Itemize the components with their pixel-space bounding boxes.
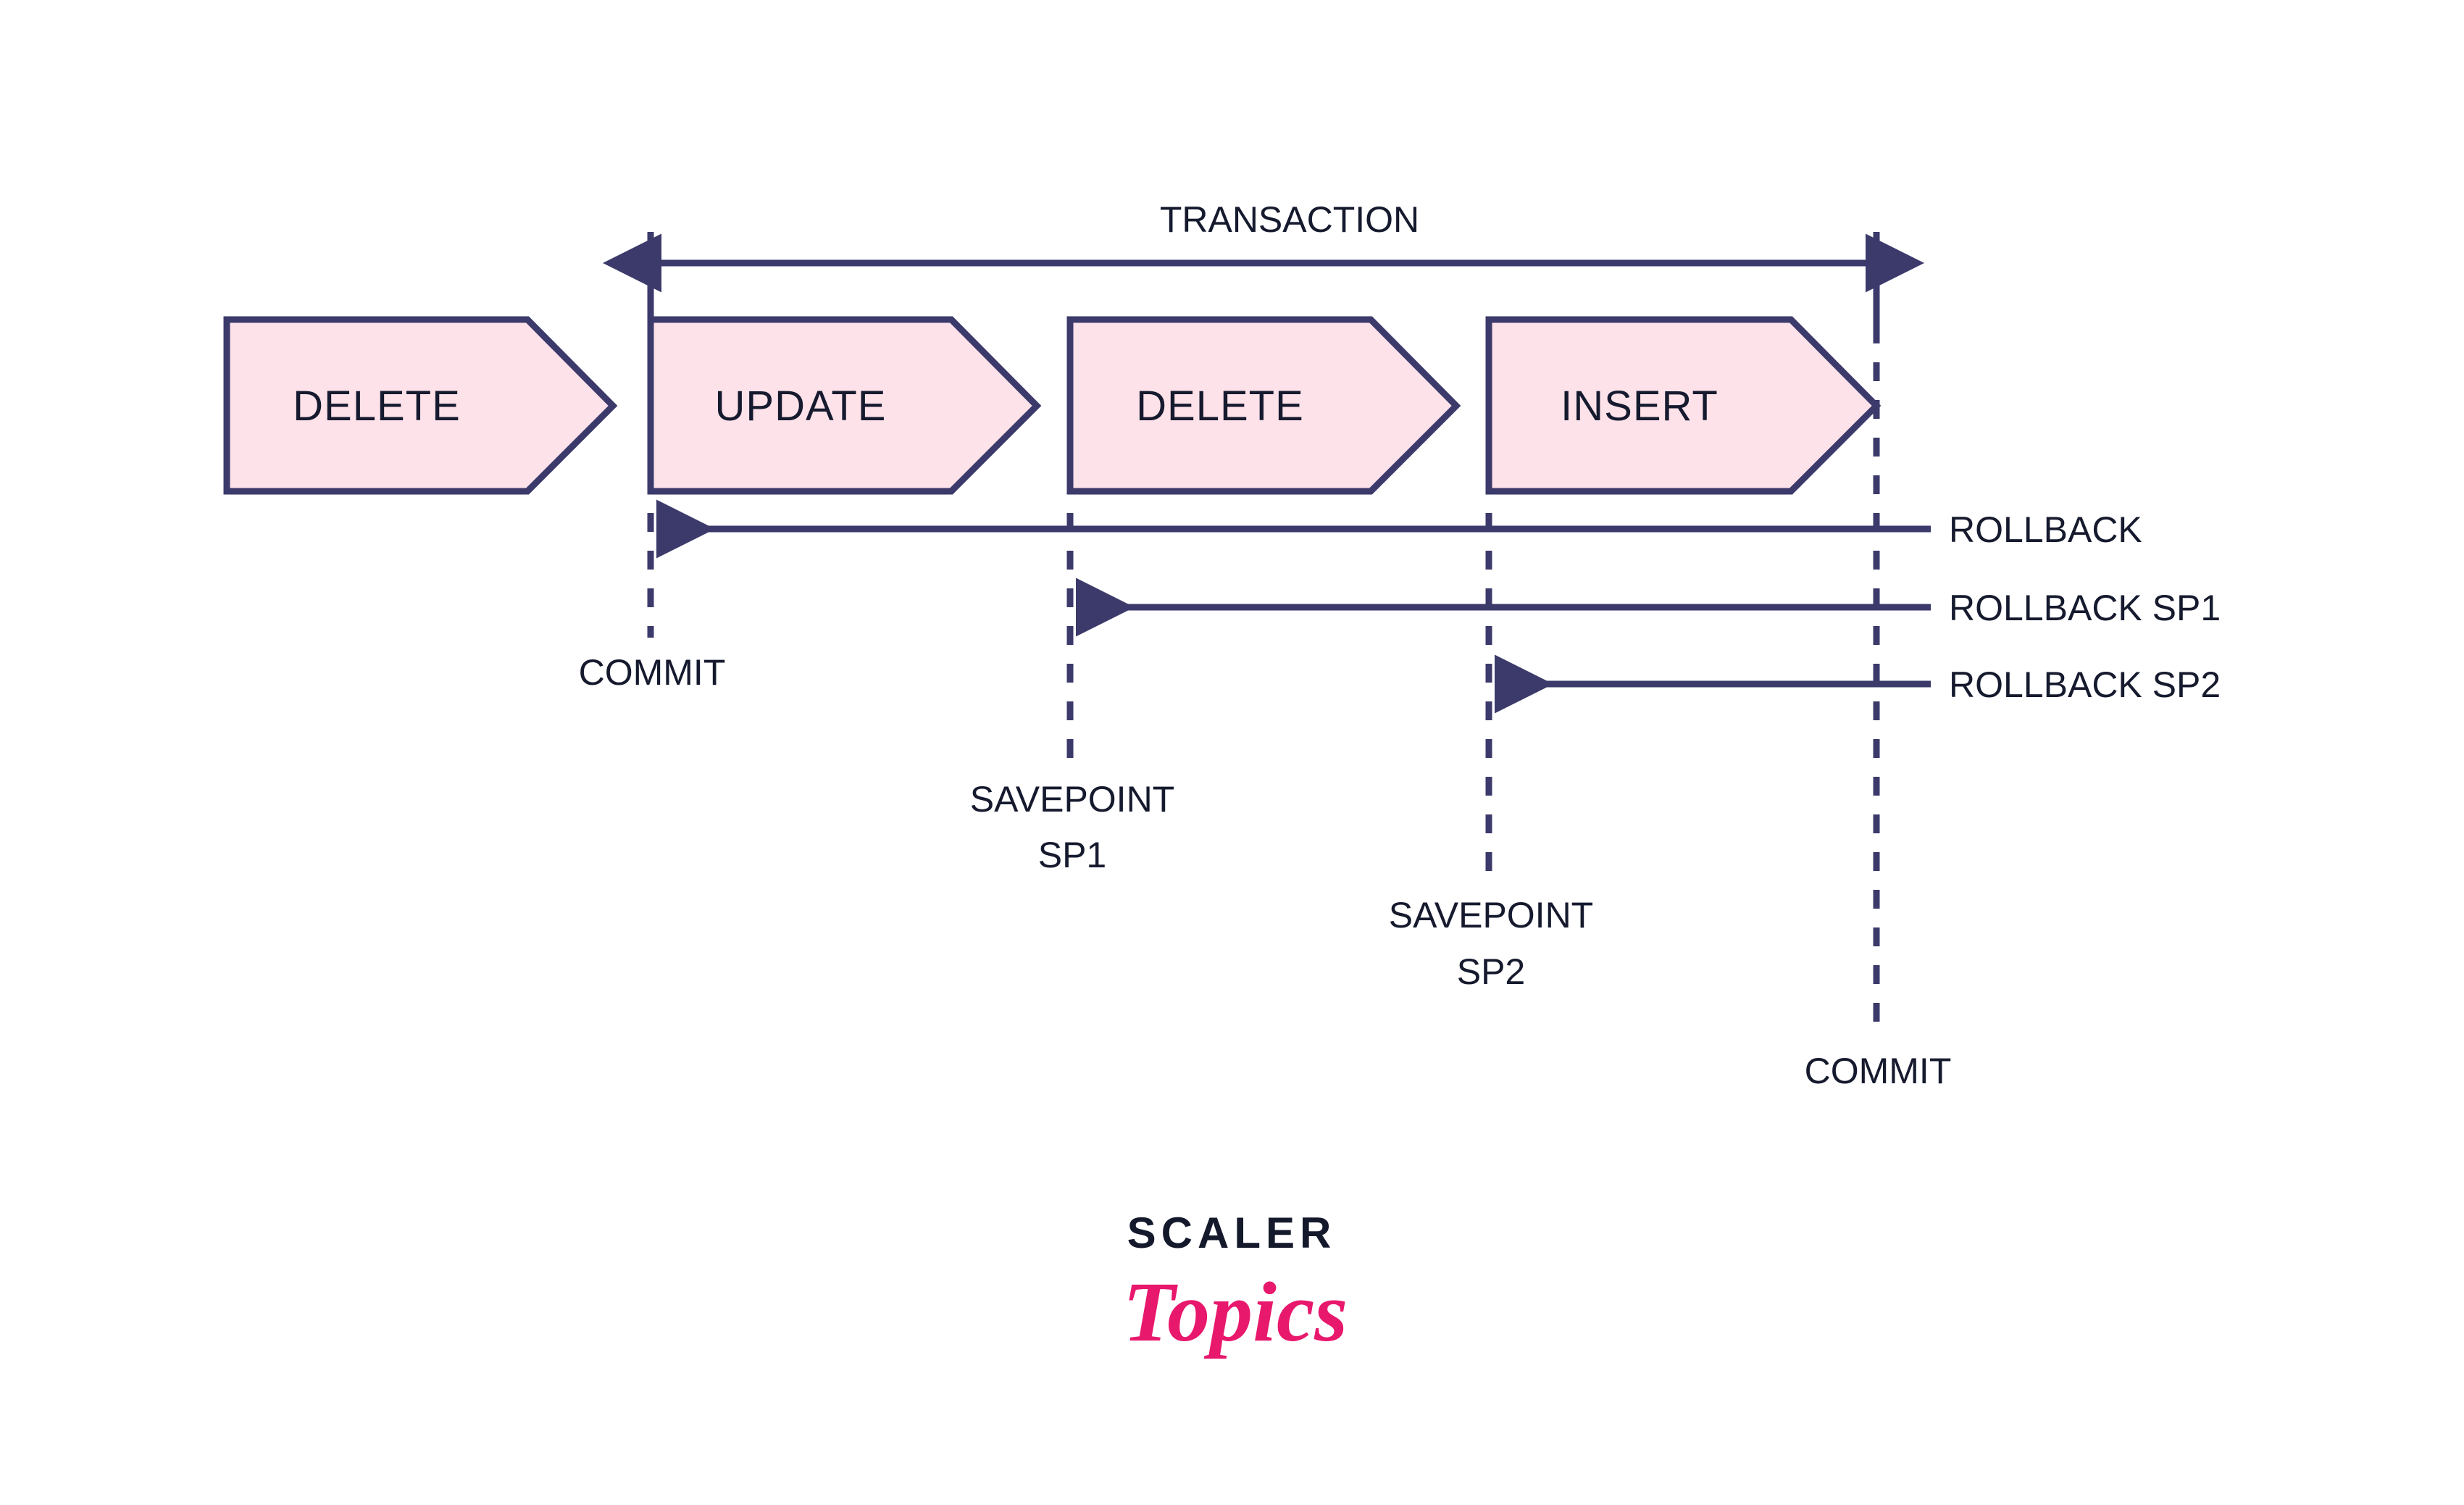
marker-caption-commit-start: COMMIT: [579, 652, 726, 693]
logo-scaler-text: SCALER: [1127, 1209, 1337, 1257]
rollback-label: ROLLBACK SP2: [1949, 664, 2221, 705]
chevron-shape: [1066, 316, 1461, 495]
chevron-shape: [223, 316, 618, 495]
marker-label-line-0: COMMIT: [579, 652, 726, 693]
operation-chevron-1[interactable]: UPDATE: [647, 316, 1042, 495]
marker-caption-savepoint-sp2: SAVEPOINT SP2: [1389, 895, 1593, 992]
operation-label: DELETE: [1136, 383, 1304, 430]
chevron-shape: [647, 316, 1042, 495]
operation-label: UPDATE: [715, 383, 887, 430]
logo-topics-text: Topics: [1123, 1264, 1348, 1359]
marker-label-line-0: COMMIT: [1805, 1051, 1952, 1091]
transaction-label: TRANSACTION: [1160, 199, 1419, 240]
rollback-label: ROLLBACK: [1949, 509, 2142, 550]
operation-chevron-2[interactable]: DELETE: [1066, 316, 1461, 495]
transaction-span: TRANSACTION: [603, 199, 1924, 293]
operation-chevron-0[interactable]: DELETE: [223, 316, 618, 495]
marker-label-line-1: SP1: [1038, 835, 1107, 875]
operation-chevron-3[interactable]: INSERT: [1485, 316, 1882, 495]
rollback-arrow-full[interactable]: ROLLBACK: [656, 499, 2142, 559]
rollback-label: ROLLBACK SP1: [1949, 588, 2221, 628]
rollback-arrow-sp1[interactable]: ROLLBACK SP1: [1076, 578, 2221, 637]
marker-label-line-0: SAVEPOINT: [1389, 895, 1593, 935]
operation-label: INSERT: [1561, 383, 1718, 430]
marker-label-line-1: SP2: [1457, 951, 1526, 992]
marker-label-line-0: SAVEPOINT: [970, 779, 1174, 820]
marker-caption-commit-end: COMMIT: [1805, 1051, 1952, 1091]
marker-caption-savepoint-sp1: SAVEPOINT SP1: [970, 779, 1174, 875]
rollback-arrow-sp2[interactable]: ROLLBACK SP2: [1495, 654, 2221, 714]
operation-label: DELETE: [293, 383, 461, 430]
scaler-topics-logo: SCALER Topics: [1123, 1209, 1348, 1359]
chevron-shape: [1485, 316, 1882, 495]
